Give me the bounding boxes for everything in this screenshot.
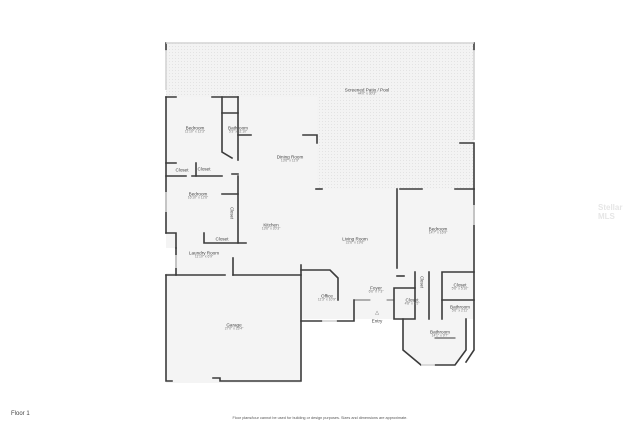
room-label-closet-6: Closet — [419, 276, 425, 288]
room-name: Bedroom — [188, 191, 208, 197]
room-label-bathroom-2: Bathroom 5'6" x 2'11" — [450, 304, 470, 313]
room-name: Foyer — [370, 285, 382, 291]
room-name: Bedroom — [185, 125, 205, 131]
room-dims: 11'10" x 12'3" — [184, 129, 206, 134]
room-label-bedroom-2: Bedroom 16'10" x 12'6" — [188, 191, 208, 200]
room-name: Closet — [197, 166, 211, 172]
room-label-bathroom-1: Bathroom 5'3" x 11'10" — [228, 125, 248, 134]
room-label-closet-4: Closet — [215, 236, 228, 241]
room-name: Bathroom — [430, 329, 450, 335]
room-dims: 22'6" x 19'6" — [345, 240, 365, 245]
room-label-bedroom-3: Bedroom 14'7" x 16'9" — [429, 226, 448, 235]
room-label-bedroom-1: Bedroom 11'10" x 12'3" — [185, 125, 205, 134]
room-dims: 14'7" x 16'9" — [428, 230, 448, 235]
room-label-kitchen: Kitchen 13'6" x 20'3" — [262, 222, 281, 231]
room-label-foyer: Foyer 6'6" x 7'3" — [369, 285, 384, 294]
room-label-closet-7: Closet 5'6" x 5'10" — [452, 282, 469, 291]
room-name: Laundry Room — [188, 250, 220, 256]
floor-label: Floor 1 — [11, 411, 30, 417]
room-dims: 4'8" x 5'5" — [404, 301, 420, 306]
room-label-screened-patio-pool: Screened Patio / Pool 44'0" x 30'3" — [345, 87, 389, 96]
room-name: Bathroom — [228, 125, 248, 131]
disclaimer-text: Floor plans/tour cannot be used for buil… — [232, 416, 408, 420]
room-label-dining-room: Dining Room 13'6" x 11'9" — [277, 154, 304, 163]
room-dims: 5'6" x 2'11" — [451, 308, 469, 313]
room-label-closet-2: Closet — [197, 166, 210, 171]
room-label-living-room: Living Room 22'6" x 19'6" — [342, 236, 368, 245]
room-name: Closet — [215, 236, 229, 242]
interior-floor — [166, 97, 474, 383]
entry-label: Entry — [372, 318, 383, 323]
room-dims: 13'6" x 20'3" — [261, 226, 281, 231]
room-dims: 16'10" x 12'6" — [187, 195, 209, 200]
entry-text: Entry — [371, 318, 383, 324]
walls — [165, 42, 475, 382]
room-label-bathroom-3: Bathroom 14'1" x 9'7" — [430, 329, 450, 338]
room-label-closet-3: Closet — [229, 207, 235, 219]
room-dims: 13'6" x 11'9" — [280, 158, 300, 163]
room-label-closet-5: Closet 4'8" x 5'5" — [405, 297, 420, 306]
room-dims: 5'6" x 5'10" — [451, 286, 469, 291]
room-dims: 11'3" x 10'9" — [317, 297, 337, 302]
room-name: Kitchen — [263, 222, 279, 228]
room-name: Closet — [453, 282, 467, 288]
room-name: Bathroom — [450, 304, 470, 310]
room-dims: 27'0" x 23'4" — [224, 326, 244, 331]
room-name: Dining Room — [276, 154, 304, 160]
room-name: Closet — [175, 167, 189, 173]
room-label-laundry-room: Laundry Room 11'10" x 6'9" — [189, 250, 219, 259]
room-dims: 11'10" x 6'9" — [194, 254, 214, 259]
room-dims: 5'3" x 11'10" — [228, 129, 248, 134]
entry-arrow-icon: △ — [375, 310, 379, 316]
room-label-closet-1: Closet — [175, 167, 188, 172]
room-dims: 44'0" x 30'3" — [357, 91, 377, 96]
room-label-garage: Garage 27'0" x 23'4" — [225, 322, 244, 331]
room-label-office: Office 11'3" x 10'9" — [318, 293, 336, 302]
watermark: Stellar MLS — [598, 203, 623, 221]
room-name: Bedroom — [428, 226, 448, 232]
room-name: Closet — [405, 297, 419, 303]
room-name: Living Room — [342, 236, 368, 242]
windows — [165, 42, 475, 366]
room-name: Screened Patio / Pool — [344, 87, 390, 93]
room-dims: 6'6" x 7'3" — [368, 289, 384, 294]
room-name: Garage — [226, 322, 242, 328]
room-name: Office — [321, 293, 333, 299]
room-dims: 14'1" x 9'7" — [431, 333, 449, 338]
